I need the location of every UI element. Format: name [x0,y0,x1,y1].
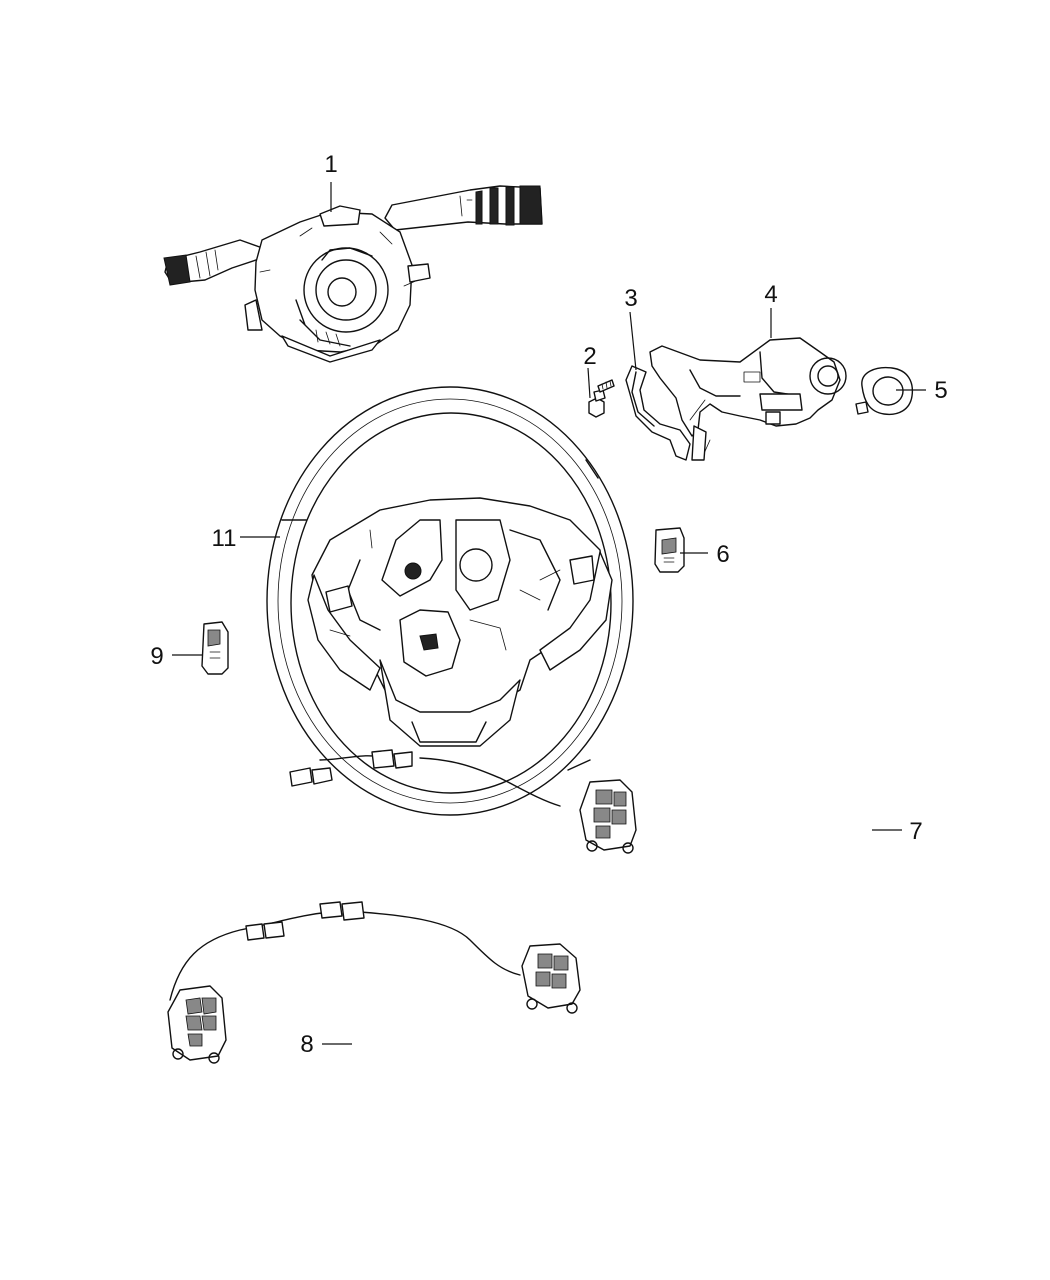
part-11-steering-wheel [266,386,634,816]
part-4-column-lock-housing [649,337,847,461]
part-9-switch [201,621,229,675]
callout-11: 11 [212,525,237,552]
callout-5: 5 [934,377,947,404]
part-6-switch [654,527,685,573]
callout-labels: 1 2 3 4 5 6 7 8 9 11 [150,151,947,1058]
callout-4: 4 [764,281,777,308]
callout-7: 7 [909,818,922,845]
part-1-clockspring-switch [163,185,543,363]
part-2-bolt [588,379,615,418]
leader-lines [172,182,926,1045]
part-5-ring [855,366,914,416]
callout-3: 3 [624,285,637,312]
part-7-switch-harness [289,749,637,854]
part-8-switch-pair-harness [167,901,581,1064]
callout-2: 2 [583,343,596,370]
callout-9: 9 [150,643,163,670]
callout-6: 6 [716,541,729,568]
callout-1: 1 [324,151,337,178]
part-3-shroud-bracket [625,365,691,461]
callout-8: 8 [300,1031,313,1058]
